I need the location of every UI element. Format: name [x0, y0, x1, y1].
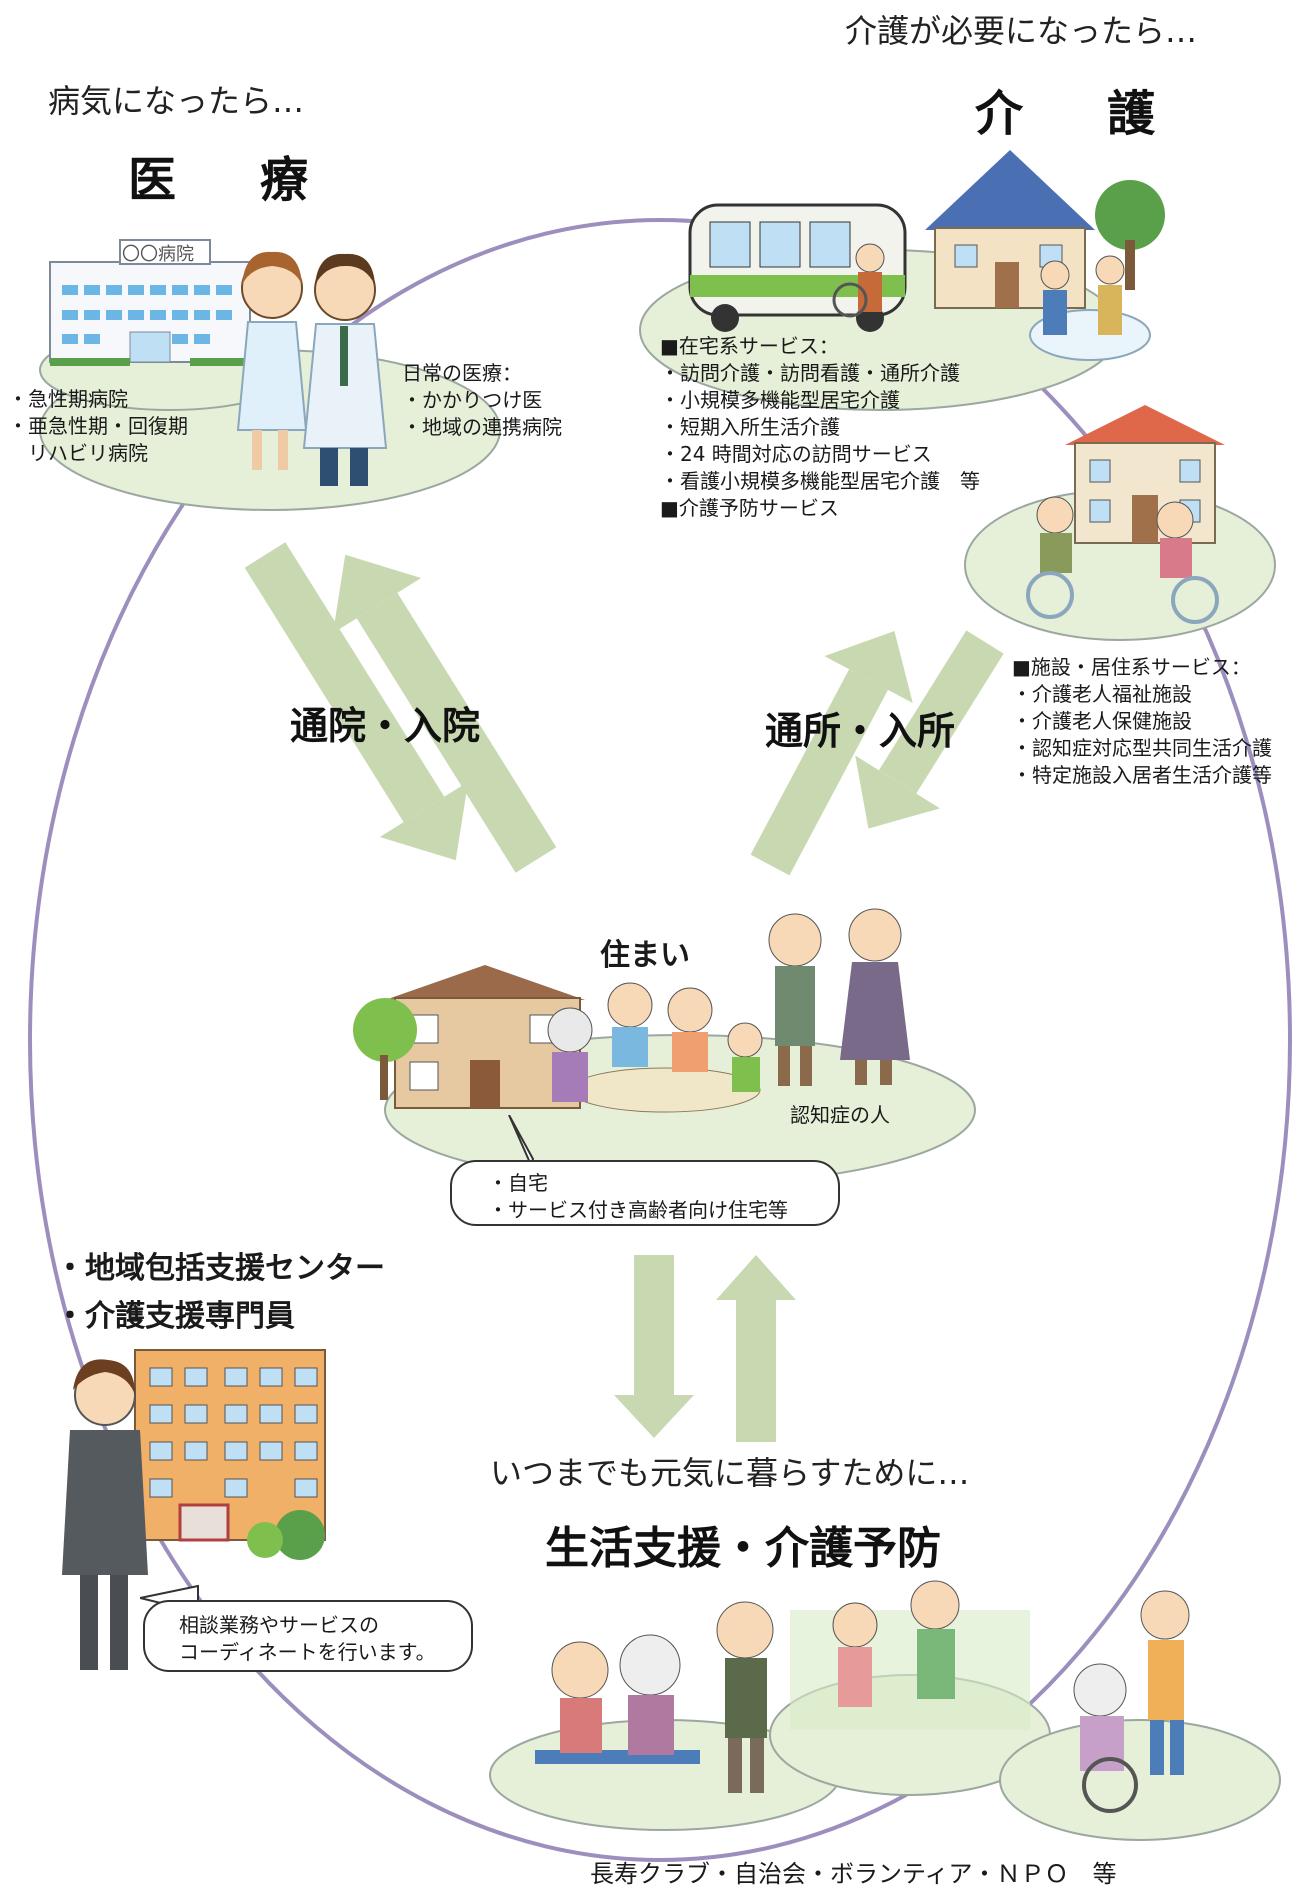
care-lead: 介護が必要になったら…: [845, 12, 1198, 50]
arrow-up-to-medical: [332, 554, 557, 873]
support-center-item: ・地域包括支援センター: [55, 1251, 385, 1286]
home-services-list: ・訪問介護・訪問看護・通所介護 ・小規模多機能型居宅介護 ・短期入所生活介護 ・…: [660, 360, 980, 495]
home-services-title: ■在宅系サービス：: [660, 334, 839, 358]
list-item: ・介護老人保健施設: [1012, 709, 1192, 733]
life-lead: いつまでも元気に暮らすために…: [490, 1454, 970, 1492]
walking-exercise-icon: [790, 1580, 1030, 1730]
facility-services-title: ■施設・居住系サービス：: [1012, 655, 1251, 679]
bath-care-icon: [1029, 255, 1151, 361]
hospital-building-icon: [49, 239, 251, 366]
arrow-up-to-home: [716, 1255, 796, 1442]
support-center-illustration: [62, 1349, 326, 1670]
home-illustration: [353, 908, 976, 1186]
day-service-bus-icon: [688, 203, 907, 332]
life-heading: 生活支援・介護予防: [545, 1523, 941, 1574]
medical-lead: 病気になったら…: [48, 82, 305, 120]
list-item: ・かかりつけ医: [402, 388, 543, 412]
arrow-label-hospital: 通院・入院: [290, 704, 481, 748]
caregiver-wheelchair-icon: [832, 243, 885, 318]
home-bubble-tail: [508, 1115, 535, 1165]
list-item: ・地域の連携病院: [402, 415, 562, 439]
list-item: ・自宅: [488, 1171, 548, 1195]
support-center-list: ・地域包括支援センター ・介護支援専門員: [55, 1245, 385, 1341]
list-item: ・急性期病院: [8, 387, 128, 411]
facility-illustration: [964, 405, 1276, 641]
hospital-sign: 〇〇病院: [122, 244, 194, 265]
home-types-bubble: ・自宅 ・サービス付き高齢者向け住宅等: [450, 1160, 840, 1226]
doctor-figure-icon: [302, 253, 388, 486]
care-manager-item: ・介護支援専門員: [55, 1299, 295, 1334]
arrow-down-to-home-right: [855, 630, 1004, 829]
list-item: ・短期入所生活介護: [660, 415, 840, 439]
care-facility-building-icon: [1065, 405, 1225, 544]
list-item: リハビリ病院: [8, 441, 148, 465]
life-footer: 長寿クラブ・自治会・ボランティア・ＮＰＯ 等: [590, 1860, 1117, 1888]
life-ground-ellipse-3: [999, 1719, 1281, 1841]
bubble-line: 相談業務やサービスの: [179, 1613, 379, 1637]
arrow-up-to-care: [750, 631, 913, 876]
list-item: ・小規模多機能型居宅介護: [660, 388, 900, 412]
list-item: ・24 時間対応の訪問サービス: [660, 442, 932, 466]
bubble-line: コーディネートを行います。: [179, 1640, 436, 1664]
arrows: [244, 542, 1004, 1442]
support-center-building-icon: [134, 1349, 326, 1560]
medical-heading: 医 療: [128, 152, 327, 208]
wheelchair-residents-icon: [1026, 496, 1219, 624]
dementia-couple-icon: [768, 908, 910, 1086]
list-item: ・看護小規模多機能型居宅介護 等: [660, 469, 980, 493]
dementia-label: 認知症の人: [790, 1103, 890, 1127]
home-care-illustration: [639, 150, 1165, 411]
arrow-down-to-life: [614, 1255, 694, 1438]
list-item: ・サービス付き高齢者向け住宅等: [488, 1198, 788, 1222]
elderly-bench-chat-icon: [535, 1601, 774, 1793]
care-manager-figure-icon: [62, 1359, 148, 1670]
home-heading: 住まい: [600, 938, 690, 973]
daily-medical-title: 日常の医療：: [402, 361, 522, 385]
medical-illustration: [39, 239, 501, 511]
list-item: ・訪問介護・訪問看護・通所介護: [660, 361, 960, 385]
community-ring: [28, 218, 1292, 1862]
support-center-bubble: 相談業務やサービスの コーディネートを行います。: [143, 1600, 473, 1672]
care-heading: 介 護: [975, 86, 1174, 142]
daily-medical-list: ・かかりつけ医 ・地域の連携病院: [402, 387, 562, 441]
wheelchair-support-icon: [1073, 1590, 1190, 1813]
family-dining-icon: [547, 982, 763, 1113]
facility-services-list: ・介護老人福祉施設 ・介護老人保健施設 ・認知症対応型共同生活介護 ・特定施設入…: [1012, 681, 1272, 789]
arrow-down-to-home: [244, 542, 469, 861]
prevention-services-title: ■介護予防サービス: [660, 496, 839, 520]
list-item: ・認知症対応型共同生活介護: [1012, 736, 1272, 760]
list-item: ・特定施設入居者生活介護等: [1012, 763, 1272, 787]
list-item: ・亜急性期・回復期: [8, 414, 188, 438]
list-item: ・介護老人福祉施設: [1012, 682, 1192, 706]
arrow-label-facility: 通所・入所: [765, 709, 956, 753]
medical-hospital-list: ・急性期病院 ・亜急性期・回復期 リハビリ病院: [8, 386, 188, 467]
life-support-illustration: [489, 1580, 1281, 1841]
